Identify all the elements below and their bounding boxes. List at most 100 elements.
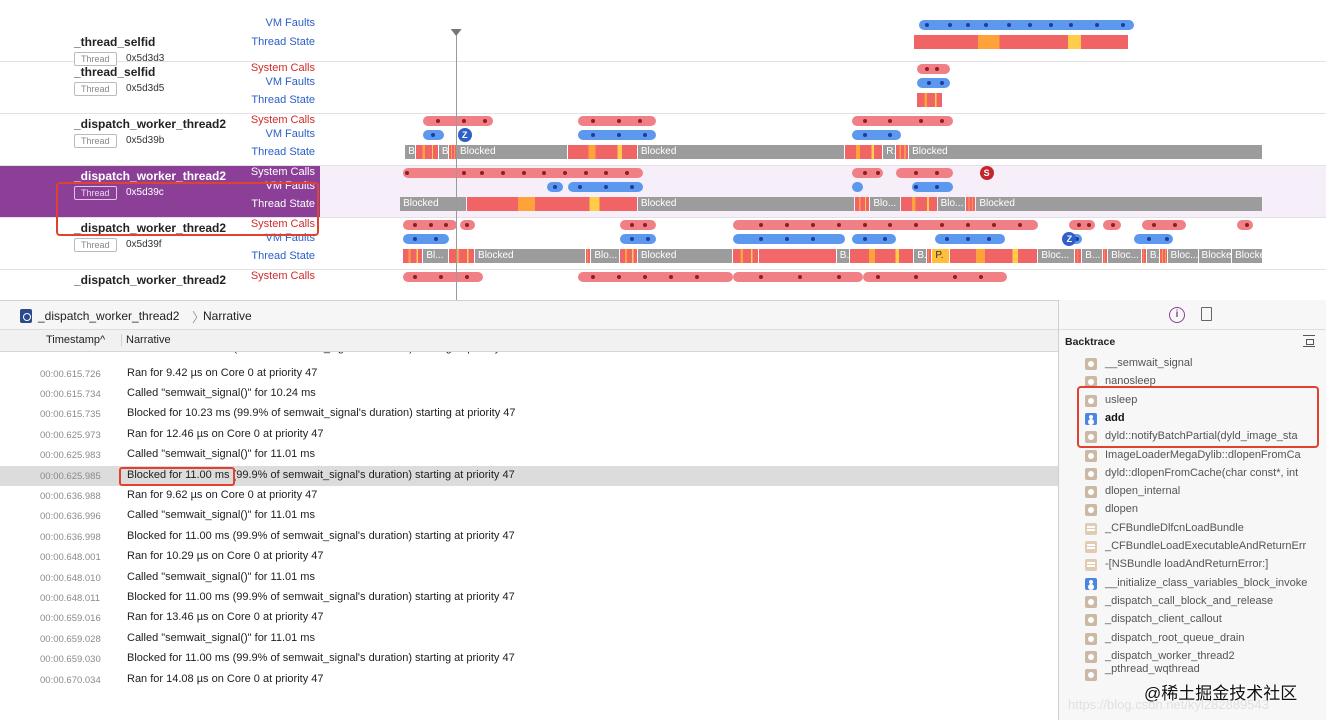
vm-fault-interval[interactable] <box>619 234 656 244</box>
blocked-interval[interactable]: B. <box>405 145 415 159</box>
blocked-interval[interactable]: Blocked <box>637 145 844 159</box>
running-interval[interactable] <box>733 249 759 263</box>
column-header-timestamp[interactable]: Timestamp^ <box>46 334 105 346</box>
vm-fault-interval[interactable] <box>852 234 897 244</box>
running-interval[interactable] <box>449 249 475 263</box>
running-interval[interactable] <box>759 249 836 263</box>
running-interval[interactable] <box>402 249 423 263</box>
preempted-interval[interactable]: P. <box>932 249 950 263</box>
running-interval[interactable] <box>1159 249 1167 263</box>
vm-fault-interval[interactable] <box>852 130 902 140</box>
running-interval[interactable] <box>914 35 1128 49</box>
backtrace-frame[interactable]: dlopen <box>1059 501 1326 519</box>
running-interval[interactable] <box>467 197 637 211</box>
running-interval[interactable] <box>950 249 1038 263</box>
system-call-interval[interactable] <box>619 220 656 230</box>
blocked-interval[interactable]: Bloc... <box>1167 249 1198 263</box>
playhead-handle-icon[interactable] <box>450 29 462 36</box>
playhead-line[interactable] <box>455 30 457 300</box>
running-interval[interactable] <box>896 145 909 159</box>
blocked-interval[interactable]: Blo... <box>870 197 901 211</box>
system-call-interval[interactable] <box>852 168 884 178</box>
system-call-interval[interactable] <box>733 220 1039 230</box>
blocked-interval[interactable]: Blocked <box>637 197 854 211</box>
breadcrumb-view[interactable]: Narrative <box>203 309 252 323</box>
backtrace-frame[interactable]: dlopen_internal <box>1059 483 1326 501</box>
blocked-interval[interactable]: Blo... <box>591 249 619 263</box>
running-interval[interactable] <box>916 93 942 107</box>
backtrace-frame[interactable]: dyld::notifyBatchPartial(dyld_image_sta <box>1059 428 1326 446</box>
backtrace-frame[interactable]: usleep <box>1059 392 1326 410</box>
backtrace-frame[interactable]: _CFBundleLoadExecutableAndReturnErr <box>1059 538 1326 556</box>
vm-fault-interval[interactable] <box>911 182 954 192</box>
blocked-interval[interactable]: R. <box>883 145 896 159</box>
running-interval[interactable] <box>927 249 932 263</box>
backtrace-frame[interactable]: dyld::dlopenFromCache(char const*, int <box>1059 465 1326 483</box>
vm-faults-lane[interactable] <box>320 18 1326 32</box>
system-call-interval[interactable] <box>578 116 656 126</box>
thread-state-lane[interactable] <box>320 93 1326 107</box>
running-interval[interactable] <box>1074 249 1082 263</box>
blocked-interval[interactable]: Blocked <box>637 249 733 263</box>
vm-fault-interval[interactable] <box>916 78 951 88</box>
backtrace-frame[interactable]: _CFBundleDlfcnLoadBundle <box>1059 520 1326 538</box>
running-interval[interactable] <box>854 197 870 211</box>
backtrace-frame[interactable]: _pthread_wqthread <box>1059 663 1326 684</box>
running-interval[interactable] <box>568 145 637 159</box>
system-calls-lane[interactable] <box>320 218 1326 232</box>
vm-faults-lane[interactable]: Z <box>320 232 1326 246</box>
blocked-interval[interactable]: Bloc... <box>1038 249 1074 263</box>
running-interval[interactable] <box>1102 249 1108 263</box>
column-header-narrative[interactable]: Narrative <box>121 334 171 346</box>
system-call-interval[interactable] <box>423 116 494 126</box>
blocked-interval[interactable]: Blocked <box>475 249 586 263</box>
system-call-interval[interactable] <box>852 116 954 126</box>
running-interval[interactable] <box>619 249 637 263</box>
blocked-interval[interactable]: B. <box>1146 249 1159 263</box>
blocked-interval[interactable]: Blocked <box>400 197 467 211</box>
backtrace-frame[interactable]: _dispatch_client_callout <box>1059 611 1326 629</box>
backtrace-frame[interactable]: __initialize_class_variables_block_invok… <box>1059 575 1326 593</box>
zero-fill-marker-icon[interactable]: Z <box>457 128 472 142</box>
backtrace-frame[interactable]: nanosleep <box>1059 373 1326 391</box>
vm-fault-interval[interactable] <box>578 130 656 140</box>
running-interval[interactable] <box>966 197 976 211</box>
vm-fault-interval[interactable] <box>852 182 863 192</box>
backtrace-frame[interactable]: _dispatch_worker_thread2 <box>1059 648 1326 666</box>
system-call-interval[interactable] <box>1141 220 1186 230</box>
system-calls-lane[interactable] <box>320 270 1326 284</box>
running-interval[interactable] <box>844 145 883 159</box>
system-calls-lane[interactable] <box>320 62 1326 76</box>
blocked-interval[interactable]: Bl... <box>423 249 449 263</box>
running-interval[interactable] <box>586 249 591 263</box>
blocked-interval[interactable]: Blocked <box>1198 249 1232 263</box>
system-call-interval[interactable] <box>916 64 951 74</box>
backtrace-frame[interactable]: _dispatch_call_block_and_release <box>1059 593 1326 611</box>
blocked-interval[interactable]: B. <box>438 145 449 159</box>
breadcrumb-thread[interactable]: _dispatch_worker_thread2 <box>38 309 180 323</box>
system-calls-lane[interactable]: S <box>320 166 1326 180</box>
backtrace-frame[interactable]: __semwait_signal <box>1059 355 1326 373</box>
backtrace-frame[interactable]: _dispatch_root_queue_drain <box>1059 630 1326 648</box>
blocked-interval[interactable]: B. <box>836 249 849 263</box>
vm-faults-lane[interactable]: Z <box>320 128 1326 142</box>
